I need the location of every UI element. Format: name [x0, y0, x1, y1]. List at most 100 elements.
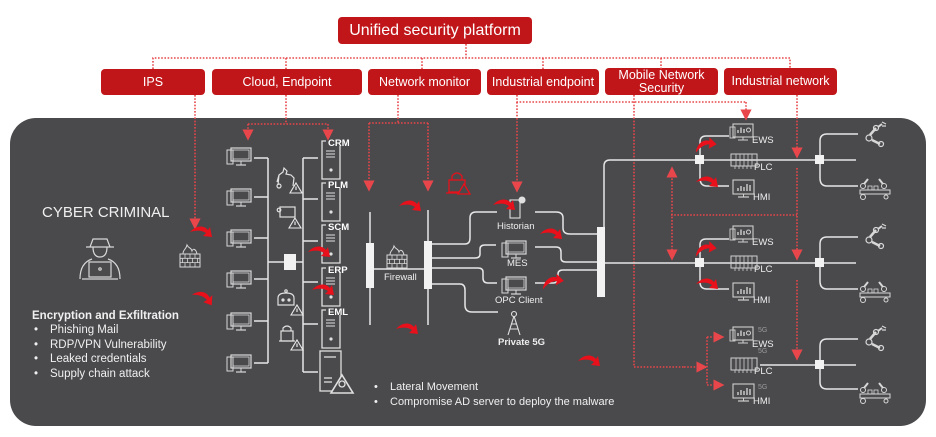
category-cloud-endpoint: Cloud, Endpoint — [212, 69, 362, 95]
pc-icon — [226, 229, 252, 248]
ad-server-icon — [319, 350, 355, 394]
cell1-switch — [695, 155, 704, 164]
server-label-crm: CRM — [328, 138, 350, 149]
it-servers — [319, 140, 355, 394]
opc-client-label: OPC Client — [495, 295, 543, 306]
pc-icon — [226, 270, 252, 289]
hmi-label: HMI — [753, 396, 771, 407]
switch-node — [284, 254, 296, 270]
ews-icon — [729, 123, 754, 141]
category-network-monitor: Network monitor — [368, 69, 481, 95]
category-industrial-endpoint: Industrial endpoint — [487, 69, 599, 95]
attack-arrow-icon — [190, 289, 215, 306]
wireless-5g-icons: 5G 5G 5G — [758, 327, 767, 391]
attack-arrow-icon — [396, 323, 418, 334]
trojan-horse-icon — [276, 166, 295, 189]
historian-label: Historian — [497, 221, 535, 232]
unified-security-platform-box: Unified security platform — [338, 17, 532, 44]
attack-arrow-icon — [692, 239, 717, 261]
ransomware-lock-icon — [446, 172, 472, 195]
mes-label: MES — [507, 258, 528, 269]
attack-arrow-icon — [399, 200, 421, 211]
historian-icon — [509, 196, 526, 219]
cell2-field-switch — [815, 258, 824, 267]
platform-connectors — [152, 44, 803, 391]
hacker-icon — [79, 238, 121, 280]
warning-icon — [290, 304, 304, 316]
network-links — [254, 133, 858, 390]
ews-icon — [729, 326, 754, 344]
robot-arm-icon — [864, 324, 888, 352]
5g-icon: 5G — [758, 327, 767, 334]
bot-icon — [277, 289, 295, 306]
plc-label: PLC — [754, 264, 773, 275]
note-item: Lateral Movement — [372, 380, 614, 395]
cell1-field-switch — [815, 155, 824, 164]
category-ips: IPS — [101, 69, 205, 95]
pc-icon — [226, 147, 252, 166]
core-switch-bar — [597, 227, 605, 297]
category-mobile-network-security: Mobile Network Security — [605, 68, 718, 95]
attack-arrow-icon — [308, 246, 330, 257]
hmi-icon — [732, 282, 755, 301]
cyber-criminal-title: CYBER CRIMINAL — [42, 204, 170, 221]
5g-icon: 5G — [758, 348, 767, 355]
private-5g-label: Private 5G — [498, 337, 545, 348]
hmi-label: HMI — [753, 192, 771, 203]
malware-icons — [276, 166, 304, 351]
robot-arm-icon — [864, 120, 888, 148]
cell2-switch — [695, 258, 704, 267]
server-label-plm: PLM — [328, 180, 349, 191]
attack-arrow-icon — [692, 135, 717, 157]
attack-vectors-heading: Encryption and Exfiltration — [32, 310, 179, 322]
ews-label: EWS — [752, 237, 774, 248]
robot-arm-icon — [864, 222, 888, 250]
firewall-label: Firewall — [384, 272, 417, 283]
firewall-icon — [386, 245, 408, 269]
server-label-scm: SCM — [328, 222, 350, 233]
attack-vector-item: Leaked credentials — [32, 352, 179, 367]
attack-vectors: Encryption and Exfiltration Phishing Mai… — [32, 310, 179, 381]
ews-label: EWS — [752, 339, 774, 350]
plc-label: PLC — [754, 162, 773, 173]
attack-vector-item: Phishing Mail — [32, 323, 179, 338]
attack-arrows — [190, 135, 718, 366]
pc-icon — [226, 312, 252, 331]
5g-icon: 5G — [758, 384, 767, 391]
lateral-movement-notes: Lateral Movement Compromise AD server to… — [372, 380, 614, 409]
attack-arrow-icon — [312, 284, 334, 295]
category-industrial-network: Industrial network — [724, 68, 837, 95]
note-item: Compromise AD server to deploy the malwa… — [372, 395, 614, 410]
attack-vector-item: RDP/VPN Vulnerability — [32, 338, 179, 353]
assembly-line-icon — [859, 281, 891, 304]
attack-arrow-icon — [190, 226, 212, 237]
opc-client-icon — [501, 276, 527, 295]
pc-icon — [226, 354, 252, 373]
server-label-erp: ERP — [328, 265, 348, 276]
warning-icon — [289, 182, 303, 194]
warning-icon — [288, 217, 302, 229]
plc-label: PLC — [754, 366, 773, 377]
attack-arrow-icon — [493, 199, 515, 210]
assembly-line-icon — [859, 178, 891, 201]
attack-arrow-icon — [540, 228, 562, 239]
pc-icon — [226, 188, 252, 207]
cell-tower-icon — [507, 310, 521, 336]
mes-icon — [501, 240, 527, 259]
server-label-eml: EML — [328, 307, 349, 318]
hmi-icon — [732, 383, 755, 402]
cell3-field-switch — [815, 360, 824, 369]
hmi-icon — [732, 179, 755, 198]
hmi-label: HMI — [753, 295, 771, 306]
firewall-bar-right — [424, 241, 432, 289]
assembly-line-icon — [859, 382, 891, 405]
infected-pc-icon — [276, 206, 296, 218]
locked-pc-icon — [279, 325, 295, 342]
attack-vector-item: Supply chain attack — [32, 367, 179, 382]
firewall-icon — [179, 244, 201, 268]
ews-icon — [729, 225, 754, 243]
firewall-bar-left — [366, 243, 374, 288]
ews-label: EWS — [752, 135, 774, 146]
workstation-icons — [226, 147, 252, 373]
